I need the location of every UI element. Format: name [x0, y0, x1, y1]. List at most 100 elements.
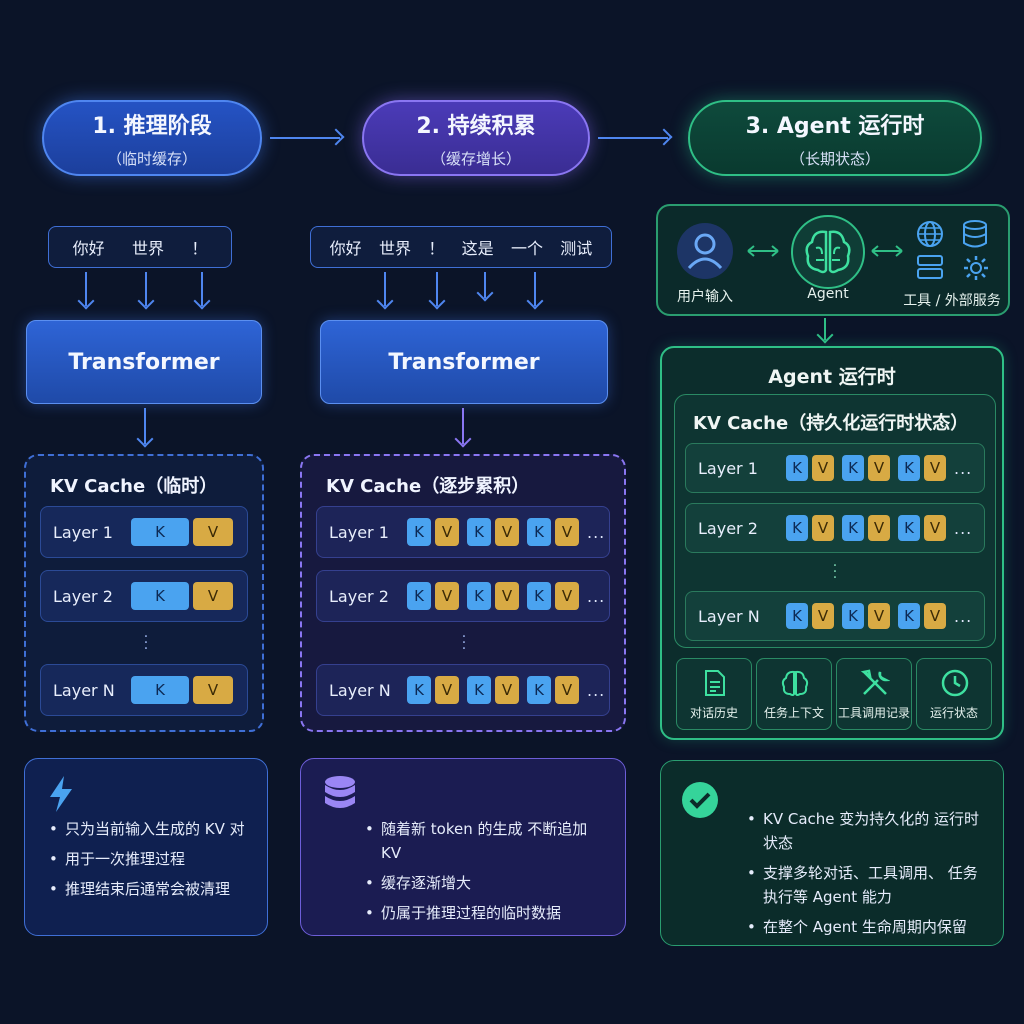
info-box-col2: 随着新 token 的生成 不断追加 KV 缓存逐渐增大 仍属于推理过程的临时数… [300, 758, 626, 936]
key-block: K [786, 515, 808, 541]
value-block: V [435, 518, 459, 546]
bullet: 推理结束后通常会被清理 [49, 877, 249, 901]
more-ellipsis: ... [587, 522, 606, 542]
token-arrow [436, 272, 438, 306]
key-block: K [131, 518, 189, 546]
check-circle-icon [682, 782, 718, 818]
bullet: 只为当前输入生成的 KV 对 [49, 817, 249, 841]
bullet: KV Cache 变为持久化的 运行时状态 [747, 807, 987, 855]
feature-runtime-state: 运行状态 [916, 658, 992, 730]
layer-name: Layer 2 [53, 586, 113, 606]
key-block: K [786, 603, 808, 629]
info-box-col1: 只为当前输入生成的 KV 对 用于一次推理过程 推理结束后通常会被清理 [24, 758, 268, 936]
value-block: V [812, 455, 834, 481]
agent-label: Agent [807, 286, 849, 302]
layer-name: Layer 1 [53, 522, 113, 542]
token: 世界 [131, 239, 164, 258]
bullet: 仍属于推理过程的临时数据 [365, 901, 605, 925]
token: 这是 [461, 239, 494, 258]
feature-task-context: 任务上下文 [756, 658, 832, 730]
layer-name: Layer 2 [329, 586, 389, 606]
globe-icon [917, 221, 943, 247]
gear-icon [964, 256, 988, 280]
cache-layer-1: Layer 1 K V [40, 506, 248, 558]
stage-pill-accumulate: 2. 持续积累 （缓存增长） [362, 100, 590, 176]
database-icon [963, 220, 987, 248]
token: 你好 [329, 239, 362, 258]
key-block: K [131, 676, 189, 704]
token: 一个 [510, 239, 543, 258]
layer-name: Layer N [698, 606, 760, 626]
value-block: V [924, 455, 946, 481]
tools-label: 工具 / 外部服务 [903, 293, 1001, 309]
key-block: K [898, 515, 920, 541]
value-block: V [812, 515, 834, 541]
key-block: K [842, 515, 864, 541]
value-block: V [555, 518, 579, 546]
feature-label: 任务上下文 [763, 706, 824, 720]
cache-layer-n: Layer N K V [40, 664, 248, 716]
value-block: V [435, 582, 459, 610]
key-block: K [467, 582, 491, 610]
feature-dialog-history: 对话历史 [676, 658, 752, 730]
token-arrow [484, 272, 486, 298]
token: 世界 [378, 239, 411, 258]
value-block: V [868, 455, 890, 481]
left-right-arrow-icon [871, 245, 903, 257]
token-arrow [534, 272, 536, 306]
transformer-arrow [462, 408, 464, 444]
cache-title: KV Cache（临时） [50, 476, 218, 497]
stage-title: 1. 推理阶段 [92, 113, 212, 139]
value-block: V [555, 676, 579, 704]
token-arrow [384, 272, 386, 306]
cache-layer-2: Layer 2 K V [40, 570, 248, 622]
more-ellipsis: ... [587, 586, 606, 606]
left-right-arrow-icon [747, 245, 779, 257]
token-box-col1: 你好 世界 ！ [48, 226, 232, 268]
token-arrow [201, 272, 203, 306]
database-icon [325, 776, 355, 808]
tools-icon [860, 669, 890, 695]
user-input-label: 用户输入 [677, 289, 733, 305]
transformer-col2: Transformer [320, 320, 608, 404]
stage-subtitle: （长期状态） [789, 149, 880, 168]
feature-label: 运行状态 [929, 706, 978, 720]
more-ellipsis: ... [954, 458, 973, 478]
key-block: K [467, 518, 491, 546]
value-block: V [555, 582, 579, 610]
bullet: 用于一次推理过程 [49, 847, 249, 871]
stage-title: 2. 持续积累 [416, 113, 536, 139]
key-block: K [131, 582, 189, 610]
value-block: V [495, 582, 519, 610]
token: 测试 [560, 239, 593, 258]
value-block: V [868, 603, 890, 629]
layer-name: Layer 2 [698, 518, 758, 538]
layer-name: Layer N [329, 680, 391, 700]
more-ellipsis: ... [954, 518, 973, 538]
layer-name: Layer N [53, 680, 115, 700]
value-block: V [924, 603, 946, 629]
token: 你好 [72, 239, 105, 258]
stage-title: 3. Agent 运行时 [745, 113, 925, 139]
stage-subtitle: （缓存增长） [430, 149, 521, 168]
key-block: K [898, 455, 920, 481]
transformer-arrow [144, 408, 146, 444]
value-block: V [495, 676, 519, 704]
document-icon [705, 670, 725, 696]
transformer-col1: Transformer [26, 320, 262, 404]
feature-tool-call-records: 工具调用记录 [836, 658, 912, 730]
agent-arrow [824, 318, 826, 340]
cache-title: KV Cache（逐步累积） [326, 476, 530, 497]
stage-subtitle: （临时缓存） [106, 149, 197, 168]
user-icon [677, 223, 733, 279]
more-ellipsis: ... [587, 680, 606, 700]
value-block: V [495, 518, 519, 546]
key-block: K [407, 676, 431, 704]
